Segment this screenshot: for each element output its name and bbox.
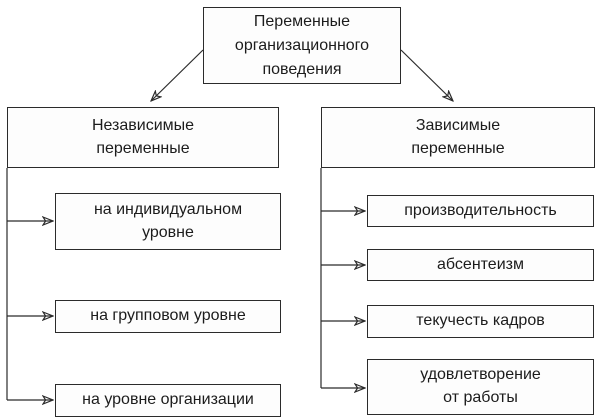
node-individual-level: на индивидуальном уровне [55, 193, 281, 250]
arrow-root-to-dependent [400, 49, 453, 101]
node-organization-level: на уровне организации [55, 384, 281, 417]
node-staff-turnover: текучесть кадров [367, 305, 594, 338]
node-productivity: производительность [367, 195, 594, 227]
node-job-satisfaction: удовлетворение от работы [367, 359, 594, 415]
node-independent-variables: Независимые переменные [7, 107, 279, 168]
arrow-root-to-independent [151, 49, 204, 101]
node-root-variables: Переменные организационного поведения [203, 7, 401, 84]
node-dependent-variables: Зависимые переменные [321, 107, 595, 168]
node-group-level: на групповом уровне [55, 300, 281, 333]
node-absenteeism: абсентеизм [367, 249, 594, 281]
